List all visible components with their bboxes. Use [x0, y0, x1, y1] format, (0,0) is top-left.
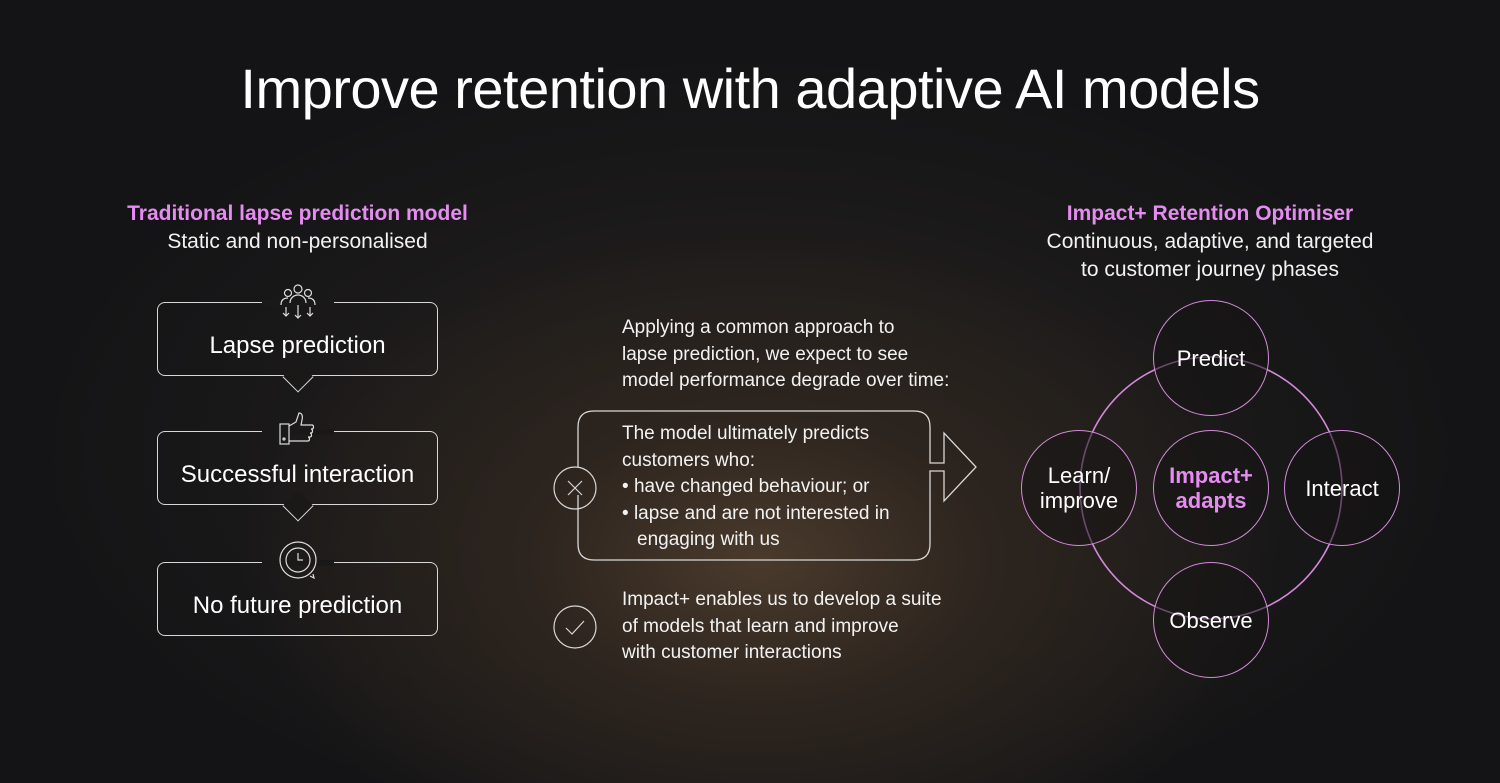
solution-line: Impact+ enables us to develop a suite: [622, 589, 942, 610]
right-subheading: to customer journey phases: [1081, 258, 1339, 281]
clock-cycle-icon: [278, 541, 317, 580]
page-title: Improve retention with adaptive AI model…: [240, 57, 1260, 120]
left-heading: Traditional lapse prediction model: [127, 202, 468, 225]
solution-text: Impact+ enables us to develop a suite of…: [622, 587, 942, 667]
right-header: Impact+ Retention Optimiser Continuous, …: [1010, 200, 1410, 284]
step-label: Successful interaction: [180, 461, 415, 488]
thumbs-up-icon: [278, 412, 314, 445]
intro-line: lapse prediction, we expect to see: [622, 343, 909, 365]
node-interact: Interact: [1284, 430, 1400, 546]
check-circle-icon: [553, 605, 597, 649]
solution-line: of models that learn and improve: [622, 615, 899, 637]
step-label: No future prediction: [192, 592, 403, 619]
bullet-text: lapse and are not interested in: [633, 502, 890, 524]
node-label: Observe: [1169, 607, 1253, 633]
intro-line: model performance degrade over time:: [622, 370, 950, 391]
intro-line: Applying a common approach to: [622, 317, 895, 338]
problem-text: The model ultimately predicts customers …: [622, 421, 890, 554]
step-successful-interaction: Successful interaction: [157, 412, 438, 522]
x-circle-icon: [553, 466, 597, 510]
bullet-text: have changed behaviour; or: [633, 476, 870, 497]
middle-intro: Applying a common approach to lapse pred…: [622, 315, 949, 395]
step-label: Lapse prediction: [209, 332, 386, 359]
left-subheading: Static and non-personalised: [167, 230, 428, 253]
people-down-arrows-icon: [279, 284, 316, 319]
problem-line: customers who:: [622, 449, 756, 471]
problem-line: The model ultimately predicts: [622, 423, 870, 444]
solution-line: with customer interactions: [622, 642, 842, 663]
bullet: • have changed behaviour; or: [622, 476, 870, 497]
node-learn-improve: Learn/improve: [1021, 430, 1137, 546]
node-label: Interact: [1305, 475, 1379, 501]
node-label: Impact+adapts: [1169, 463, 1253, 513]
node-label: Predict: [1176, 345, 1246, 371]
bullet-continuation: engaging with us: [637, 529, 780, 550]
bullet: • lapse and are not interested in: [622, 502, 890, 524]
right-subheading: Continuous, adaptive, and targeted: [1046, 230, 1374, 253]
node-label: Learn/improve: [1039, 463, 1119, 513]
step-no-future-prediction: No future prediction: [157, 541, 438, 636]
step-lapse-prediction: Lapse prediction: [157, 284, 438, 393]
left-header: Traditional lapse prediction model Stati…: [100, 200, 495, 256]
node-predict: Predict: [1153, 300, 1269, 416]
right-heading: Impact+ Retention Optimiser: [1066, 202, 1354, 225]
problem-arrow-box: [577, 410, 977, 561]
node-observe: Observe: [1153, 562, 1269, 678]
node-impact-adapts: Impact+adapts: [1153, 430, 1269, 546]
